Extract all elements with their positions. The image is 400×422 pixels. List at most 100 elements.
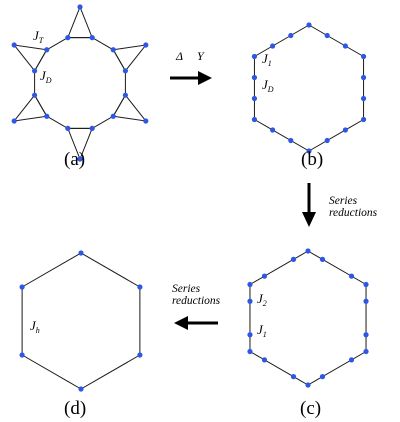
panel-b-side-node <box>270 43 276 49</box>
panel-a-ring-node <box>65 125 71 131</box>
panel-c-corner-node <box>363 348 369 355</box>
panel-c-coupling-j2: J2 <box>257 291 267 308</box>
panel-a-tip-node <box>11 42 17 48</box>
arrow-y-label: Y <box>197 49 205 63</box>
panel-a-corner-triangles <box>13 5 147 161</box>
panel-a-ring-node <box>44 113 50 119</box>
panel-b-side-node <box>360 74 367 81</box>
panel-c-side-node <box>319 256 326 262</box>
panel-b-coupling-jd: JD <box>262 77 274 94</box>
panel-c-side-node <box>348 273 355 279</box>
panel-d-label: (d) <box>64 398 86 419</box>
arrow-down-label-line1: Series <box>329 195 358 207</box>
panel-b-corner-node <box>360 53 367 60</box>
arrow-left-label-line2: reductions <box>172 295 221 307</box>
panel-b-side-node <box>251 95 258 102</box>
panel-b-coupling-j1: J1 <box>262 51 272 68</box>
panel-d-corner-node <box>137 352 143 358</box>
panel-a-ring-node <box>110 47 116 53</box>
panel-a-star-triangle-ring: JT JD (a) <box>11 4 149 170</box>
panel-b-edges <box>253 24 365 152</box>
arrow-down-head <box>302 212 316 227</box>
panel-b-side-node <box>324 32 330 39</box>
panel-b-nodes <box>251 22 367 154</box>
panel-d-corner-node <box>19 352 25 358</box>
panel-b-hexagon: J1 JD (b) <box>251 22 367 170</box>
panel-a-ring-edge <box>46 115 69 129</box>
panel-b-edge <box>254 24 310 57</box>
panel-c-edge <box>249 250 309 285</box>
arrow-down-label-line2: reductions <box>329 207 378 219</box>
panel-b-edge <box>308 24 364 57</box>
panel-d-edges <box>21 252 141 390</box>
panel-a-ring-node <box>122 68 128 74</box>
arrow-left-head <box>174 316 188 330</box>
panel-a-ring-edge <box>46 37 69 51</box>
panel-b-side-node <box>342 43 348 49</box>
panel-d-edge <box>80 252 141 288</box>
panel-c-side-node <box>319 374 326 380</box>
panel-b-edge <box>254 119 310 152</box>
panel-c-nodes <box>247 248 369 388</box>
panel-d-corner-node <box>19 284 25 290</box>
panel-c-side-node <box>261 273 268 279</box>
panel-b-edge <box>308 119 364 152</box>
panel-b-side-node <box>288 32 294 39</box>
panel-c-label: (c) <box>300 398 321 419</box>
panel-a-tip-node <box>143 42 149 48</box>
panel-c-side-node <box>348 357 355 363</box>
panel-c-edge <box>249 351 309 386</box>
panel-b-side-node <box>342 127 348 133</box>
panel-c-edge <box>307 250 367 285</box>
panel-a-ring-node <box>89 35 95 41</box>
panel-d-edge <box>80 354 141 390</box>
panel-d-edge <box>21 354 82 390</box>
panel-c-corner-node <box>247 281 253 288</box>
panel-a-ring-node <box>32 68 38 74</box>
panel-c-corner-node <box>305 248 311 254</box>
panel-a-coupling-jd: JD <box>40 68 52 85</box>
panel-d-corner-node <box>137 284 143 290</box>
panel-b-corner-node <box>306 22 312 28</box>
panel-a-label: (a) <box>64 149 85 170</box>
arrow-delta-y-head <box>198 71 212 85</box>
panel-c-corner-node <box>247 348 253 355</box>
panel-b-corner-node <box>251 53 258 60</box>
panel-b-side-node <box>270 127 276 133</box>
arrow-series-reductions-down: Series reductions <box>302 183 378 227</box>
panel-b-label: (b) <box>301 149 323 170</box>
panel-d-nodes <box>19 250 143 392</box>
arrow-delta-y: Δ Y <box>170 49 212 85</box>
panel-a-ring-edge <box>91 115 114 129</box>
panel-c-side-node <box>261 357 268 363</box>
panel-c-side-node <box>290 256 297 262</box>
panel-a-ring-node <box>89 125 95 131</box>
panel-b-side-node <box>288 137 294 144</box>
panel-d-corner-node <box>78 386 84 392</box>
panel-c-hexagon: J2 J1 (c) <box>247 248 369 419</box>
panel-c-edge <box>307 351 367 386</box>
panel-c-corner-node <box>305 382 311 388</box>
panel-a-tip-node <box>77 4 83 10</box>
panel-a-triangle <box>13 44 48 72</box>
panel-b-corner-node <box>360 116 367 123</box>
arrow-series-reductions-left: Series reductions <box>172 283 221 330</box>
panel-a-nodes <box>11 4 149 162</box>
panel-a-coupling-jt: JT <box>33 28 44 45</box>
panel-a-tip-node <box>77 156 83 162</box>
panel-b-side-node <box>360 95 367 102</box>
panel-a-triangle <box>13 94 48 122</box>
panel-d-corner-node <box>78 250 84 256</box>
panel-d-edge <box>21 252 82 288</box>
panel-b-side-node <box>324 137 330 144</box>
panel-a-triangle <box>67 127 93 161</box>
panel-c-coupling-j1: J1 <box>257 322 267 339</box>
arrow-left-label-line1: Series <box>172 283 201 295</box>
panel-c-side-node <box>247 332 253 338</box>
panel-a-triangle <box>67 5 93 39</box>
panel-a-ring-node <box>122 92 128 98</box>
panel-a-ring-node <box>65 35 71 41</box>
panel-c-side-node <box>290 374 297 380</box>
panel-a-triangle <box>112 94 147 122</box>
